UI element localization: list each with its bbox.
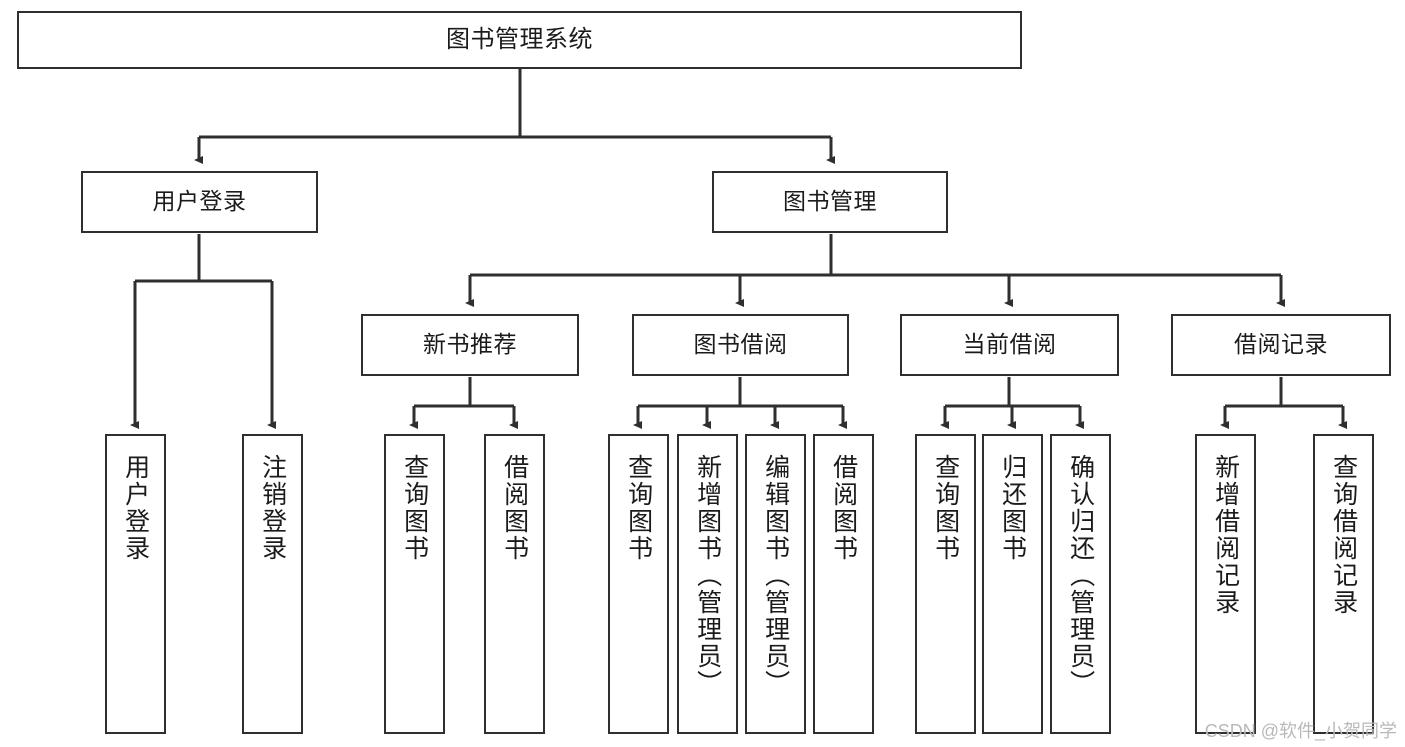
node-label: 用户登录 xyxy=(152,188,247,215)
node-label: 借阅记录 xyxy=(1234,331,1328,358)
node-leaf-borrow-books-recommendation[interactable]: 借阅图书 xyxy=(484,434,545,734)
node-new-book-recommendation[interactable]: 新书推荐 xyxy=(361,314,579,376)
node-label: 新书推荐 xyxy=(423,331,517,358)
node-label: 借阅图书 xyxy=(829,454,858,562)
node-leaf-borrow-books-borrowing[interactable]: 借阅图书 xyxy=(813,434,874,734)
node-book-borrowing[interactable]: 图书借阅 xyxy=(632,314,849,376)
node-label: 确认归还（管理员） xyxy=(1066,454,1095,697)
node-label: 新增图书（管理员） xyxy=(693,454,722,697)
node-leaf-query-books-current[interactable]: 查询图书 xyxy=(915,434,976,734)
node-label: 用户登录 xyxy=(121,454,150,562)
node-leaf-edit-book-admin[interactable]: 编辑图书（管理员） xyxy=(745,434,806,734)
node-label: 注销登录 xyxy=(258,454,287,562)
node-label: 编辑图书（管理员） xyxy=(761,454,790,697)
watermark-text: CSDN @软件_小贺同学 xyxy=(1204,721,1397,741)
node-book-management[interactable]: 图书管理 xyxy=(712,171,948,233)
node-label: 新增借阅记录 xyxy=(1211,454,1240,616)
node-borrowing-records[interactable]: 借阅记录 xyxy=(1171,314,1391,376)
node-label: 查询借阅记录 xyxy=(1329,454,1358,616)
node-label: 图书管理 xyxy=(783,188,877,215)
node-user-login[interactable]: 用户登录 xyxy=(81,171,318,233)
node-root-book-management-system[interactable]: 图书管理系统 xyxy=(17,11,1022,69)
node-label: 借阅图书 xyxy=(500,454,529,562)
node-leaf-query-borrowing-record[interactable]: 查询借阅记录 xyxy=(1313,434,1374,734)
node-leaf-logout[interactable]: 注销登录 xyxy=(242,434,303,734)
node-label: 归还图书 xyxy=(998,454,1027,562)
node-label: 查询图书 xyxy=(624,454,653,562)
node-leaf-return-books[interactable]: 归还图书 xyxy=(982,434,1043,734)
node-leaf-confirm-return-admin[interactable]: 确认归还（管理员） xyxy=(1050,434,1111,734)
node-label: 查询图书 xyxy=(400,454,429,562)
node-label: 图书借阅 xyxy=(693,331,788,358)
node-label: 当前借阅 xyxy=(962,331,1057,358)
node-label: 查询图书 xyxy=(931,454,960,562)
node-label: 图书管理系统 xyxy=(446,25,593,53)
node-leaf-query-books-borrowing[interactable]: 查询图书 xyxy=(608,434,669,734)
node-leaf-user-login[interactable]: 用户登录 xyxy=(105,434,166,734)
node-current-borrowing[interactable]: 当前借阅 xyxy=(900,314,1119,376)
node-leaf-query-books-recommendation[interactable]: 查询图书 xyxy=(384,434,445,734)
node-leaf-add-book-admin[interactable]: 新增图书（管理员） xyxy=(677,434,738,734)
node-leaf-add-borrowing-record[interactable]: 新增借阅记录 xyxy=(1195,434,1256,734)
